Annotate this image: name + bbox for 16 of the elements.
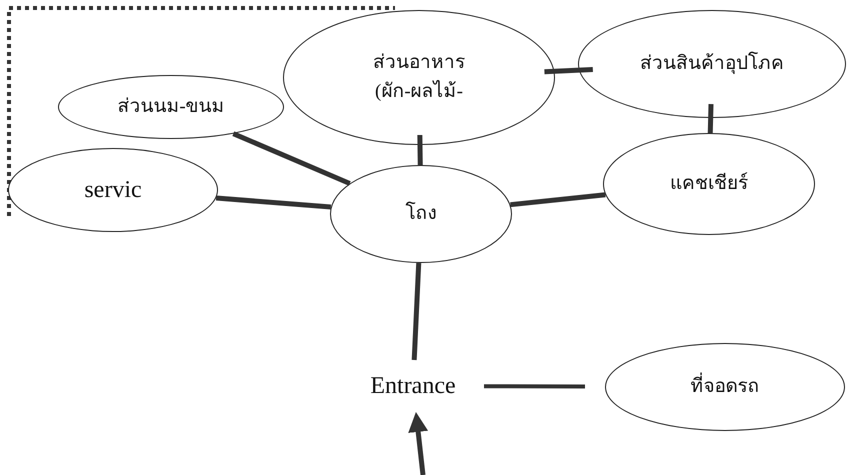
connector-line xyxy=(412,262,422,360)
area-name: ส่วนนม-ขนม xyxy=(117,94,225,119)
area-name: servic xyxy=(84,176,142,205)
connector-line xyxy=(510,192,606,208)
connector-line xyxy=(417,134,423,166)
area-name: ส่วนอาหาร xyxy=(373,51,465,75)
connector-line xyxy=(232,131,351,186)
connector-line xyxy=(216,196,332,210)
area-name: Entrance xyxy=(370,372,456,401)
area-name: แคชเชียร์ xyxy=(670,171,748,196)
connector-line xyxy=(484,384,586,389)
area-name: (ผัก-ผลไม้- xyxy=(375,79,463,104)
area-name: โถง xyxy=(406,200,436,226)
arrow xyxy=(408,412,428,475)
area-name: ส่วนสินค้าอุปโภค xyxy=(640,50,784,76)
area-name: ที่จอดรถ xyxy=(690,372,760,402)
